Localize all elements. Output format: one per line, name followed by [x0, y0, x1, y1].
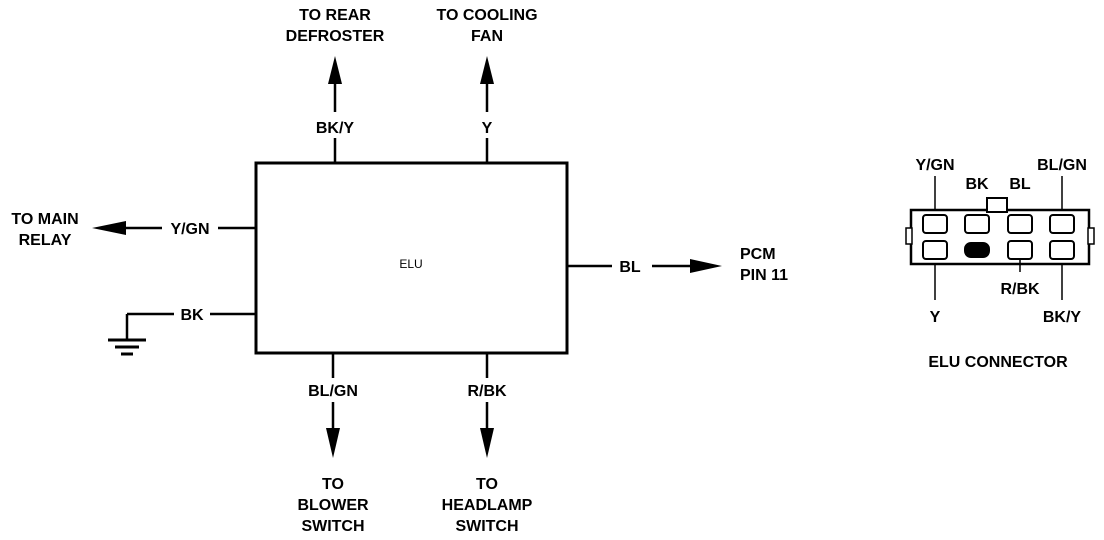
connection-headlamp-switch: R/BK TO HEADLAMP SWITCH — [442, 353, 533, 535]
cavity-bk-y — [1049, 240, 1075, 260]
wire-label-bl: BL — [619, 259, 641, 276]
connector-label-bl-gn: BL/GN — [1037, 157, 1087, 174]
dest-main-relay-line1: TO MAIN — [11, 211, 78, 228]
elu-connector: Y/GN BK BL BL/GN Y R/BK BK/Y ELU CO — [905, 157, 1095, 371]
arrow-right-icon — [690, 259, 722, 273]
cavity-bk — [964, 214, 990, 234]
wire-label-bk: BK — [180, 307, 204, 324]
connection-ground: BK — [108, 307, 256, 356]
connector-label-bk-y: BK/Y — [1043, 309, 1082, 326]
connection-cooling-fan: Y TO COOLING FAN — [436, 7, 538, 163]
arrow-down-icon — [480, 428, 494, 458]
connection-blower-switch: BL/GN TO BLOWER SWITCH — [297, 353, 369, 535]
dest-pcm-line2: PIN 11 — [740, 267, 788, 284]
dest-headlamp-line1: TO — [476, 476, 498, 493]
dest-blower-line3: SWITCH — [301, 518, 364, 535]
dest-pcm-line1: PCM — [740, 246, 776, 263]
dest-main-relay-line2: RELAY — [19, 232, 72, 249]
arrow-down-icon — [326, 428, 340, 458]
ground-icon — [108, 314, 146, 356]
connector-title: ELU CONNECTOR — [928, 354, 1068, 371]
connector-label-y-gn: Y/GN — [915, 157, 954, 174]
connector-label-bl: BL — [1009, 176, 1031, 193]
dest-cooling-fan-line1: TO COOLING — [436, 7, 537, 24]
arrow-left-icon — [92, 221, 126, 235]
cavity-bl-gn — [1049, 214, 1075, 234]
elu-module-label: ELU — [399, 257, 422, 271]
arrow-up-icon — [480, 56, 494, 84]
dest-headlamp-line2: HEADLAMP — [442, 497, 533, 514]
connection-main-relay: Y/GN TO MAIN RELAY — [11, 211, 256, 249]
dest-rear-defroster-line2: DEFROSTER — [286, 28, 385, 45]
wire-label-y: Y — [482, 120, 493, 137]
connector-label-y: Y — [930, 309, 941, 326]
wire-label-bk-y: BK/Y — [316, 120, 355, 137]
elu-module-box — [254, 161, 569, 355]
dest-blower-line2: BLOWER — [297, 497, 369, 514]
cavity-plugged — [964, 242, 990, 258]
connection-rear-defroster: BK/Y TO REAR DEFROSTER — [286, 7, 385, 163]
wire-label-bl-gn: BL/GN — [308, 383, 358, 400]
arrow-up-icon — [328, 56, 342, 84]
cavity-r-bk — [1007, 240, 1033, 260]
dest-cooling-fan-line2: FAN — [471, 28, 503, 45]
wire-label-r-bk: R/BK — [467, 383, 507, 400]
connection-pcm: BL PCM PIN 11 — [567, 246, 788, 284]
dest-rear-defroster-line1: TO REAR — [299, 7, 371, 24]
cavity-y — [922, 240, 948, 260]
connector-label-r-bk: R/BK — [1000, 281, 1040, 298]
dest-blower-line1: TO — [322, 476, 344, 493]
dest-headlamp-line3: SWITCH — [455, 518, 518, 535]
connector-label-bk: BK — [965, 176, 989, 193]
cavity-bl — [1007, 214, 1033, 234]
cavity-y-gn — [922, 214, 948, 234]
wire-label-y-gn: Y/GN — [170, 221, 209, 238]
